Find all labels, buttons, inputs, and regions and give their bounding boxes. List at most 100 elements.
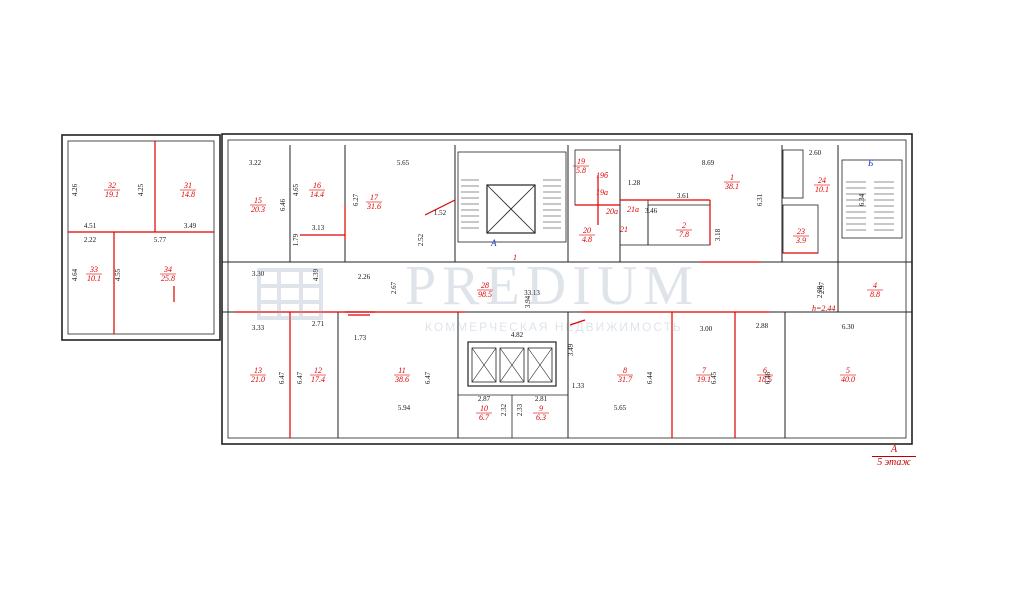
- room-area: 5.8: [576, 166, 586, 175]
- section-a-label: А: [490, 238, 497, 248]
- room-number: 21: [620, 225, 628, 234]
- section-b-label: Б: [867, 158, 874, 168]
- room-number: 17: [370, 193, 379, 202]
- room-area: 19.1: [105, 190, 119, 199]
- dimension-label: 6.27: [352, 193, 360, 206]
- room-number: 23: [797, 227, 805, 236]
- room-number: 19: [577, 157, 585, 166]
- room-area: 25.8: [161, 274, 175, 283]
- dimension-label: 2.81: [535, 395, 548, 403]
- dimension-label: 3.49: [184, 222, 197, 230]
- dimension-label: 6.47: [424, 371, 432, 384]
- room-number: 24: [818, 176, 826, 185]
- room-area: 3.9: [795, 236, 806, 245]
- room-number: 1: [730, 173, 734, 182]
- room-area: 7.8: [679, 230, 689, 239]
- room-area: 38.6: [394, 375, 409, 384]
- room-area: 31.6: [366, 202, 381, 211]
- dimension-label: 6.30: [842, 323, 855, 331]
- room-number: 33: [89, 265, 98, 274]
- room-area: 21.0: [251, 375, 265, 384]
- walls: [61, 133, 913, 445]
- room-area: 6.3: [536, 413, 546, 422]
- room-number: 5: [846, 366, 850, 375]
- room-number: 19б: [596, 171, 609, 180]
- dimension-label: 5.65: [614, 404, 627, 412]
- dimension-label: 3.33: [252, 324, 265, 332]
- dimension-label: 1.28: [628, 179, 641, 187]
- dimension-label: 3.18: [714, 228, 722, 241]
- room-number: 16: [313, 181, 321, 190]
- room-area: 38.1: [724, 182, 739, 191]
- dimension-label: 6.31: [756, 193, 764, 206]
- dimension-label: 2.33: [516, 403, 524, 416]
- dimension-label: 1.33: [572, 382, 585, 390]
- room-area: 98.5: [478, 290, 492, 299]
- room-area: 10.1: [815, 185, 829, 194]
- room-number: 10: [480, 404, 488, 413]
- dimension-label: 2.97: [818, 281, 826, 294]
- room-number: 4: [873, 281, 877, 290]
- dimension-label: 8.69: [702, 159, 715, 167]
- room-area: 10.1: [87, 274, 101, 283]
- floor-label: А 5 этаж: [872, 444, 916, 469]
- floor-letter: А: [890, 444, 898, 455]
- room-area: 14.8: [181, 190, 195, 199]
- room-number: 21а: [627, 205, 639, 214]
- dimension-label: 3.46: [645, 207, 658, 215]
- room-area: 31.7: [617, 375, 633, 384]
- room-number: 31: [183, 181, 192, 190]
- room-area: 8.8: [870, 290, 880, 299]
- dimension-label: 2.71: [312, 320, 325, 328]
- dimension-label: 3.30: [252, 270, 265, 278]
- room-number: 7: [702, 366, 707, 375]
- dimension-label: 4.55: [114, 268, 122, 281]
- dimension-label: 5.65: [397, 159, 410, 167]
- dimension-label: 2.52: [417, 233, 425, 246]
- dimension-label: 5.77: [154, 236, 167, 244]
- dimension-label: 3.94: [524, 295, 532, 308]
- dimension-label: 2.60: [809, 149, 822, 157]
- height-mark: h=2.44: [812, 304, 835, 313]
- stair-treads: [461, 179, 894, 231]
- dimension-label: 6.47: [278, 371, 286, 384]
- dimension-label: 4.39: [312, 268, 320, 281]
- dimension-label: 2.26: [358, 273, 371, 281]
- room-area: 4.8: [582, 235, 592, 244]
- dimension-label: 4.82: [511, 331, 524, 339]
- dimension-label: 2.22: [84, 236, 97, 244]
- room-number: 1: [513, 253, 517, 262]
- room-number: 6: [763, 366, 767, 375]
- dimension-label: 4.64: [71, 268, 79, 281]
- room-number: 12: [314, 366, 322, 375]
- dimension-label: 1.52: [434, 209, 447, 217]
- room-number: 32: [107, 181, 116, 190]
- dimension-label: 1.79: [292, 233, 300, 246]
- room-number: 28: [481, 281, 489, 290]
- dimension-label: 4.26: [71, 183, 79, 196]
- dimension-label: 3.00: [700, 325, 713, 333]
- room-number: 20: [583, 226, 591, 235]
- room-number: 2: [682, 221, 686, 230]
- room-number: 9: [539, 404, 543, 413]
- room-area: 17.4: [311, 375, 325, 384]
- dimension-label: 3.22: [249, 159, 262, 167]
- dimension-label: 1.73: [354, 334, 367, 342]
- floor-name: 5 этаж: [872, 456, 916, 469]
- room-area: 18.5: [758, 375, 772, 384]
- room-number: 11: [398, 366, 405, 375]
- room-number: 15: [254, 196, 262, 205]
- dimension-label: 33.13: [524, 289, 540, 297]
- room-number: 20а: [606, 207, 618, 216]
- dimension-label: 4.51: [84, 222, 97, 230]
- dimension-label: 4.65: [292, 183, 300, 196]
- room-number: 19а: [596, 188, 608, 197]
- red-partitions: [68, 141, 818, 438]
- room-area: 6.7: [479, 413, 490, 422]
- dimension-label: 6.44: [646, 371, 654, 384]
- room-number: 13: [254, 366, 262, 375]
- dimension-label: 6.46: [764, 371, 772, 384]
- dimension-label: 3.13: [312, 224, 325, 232]
